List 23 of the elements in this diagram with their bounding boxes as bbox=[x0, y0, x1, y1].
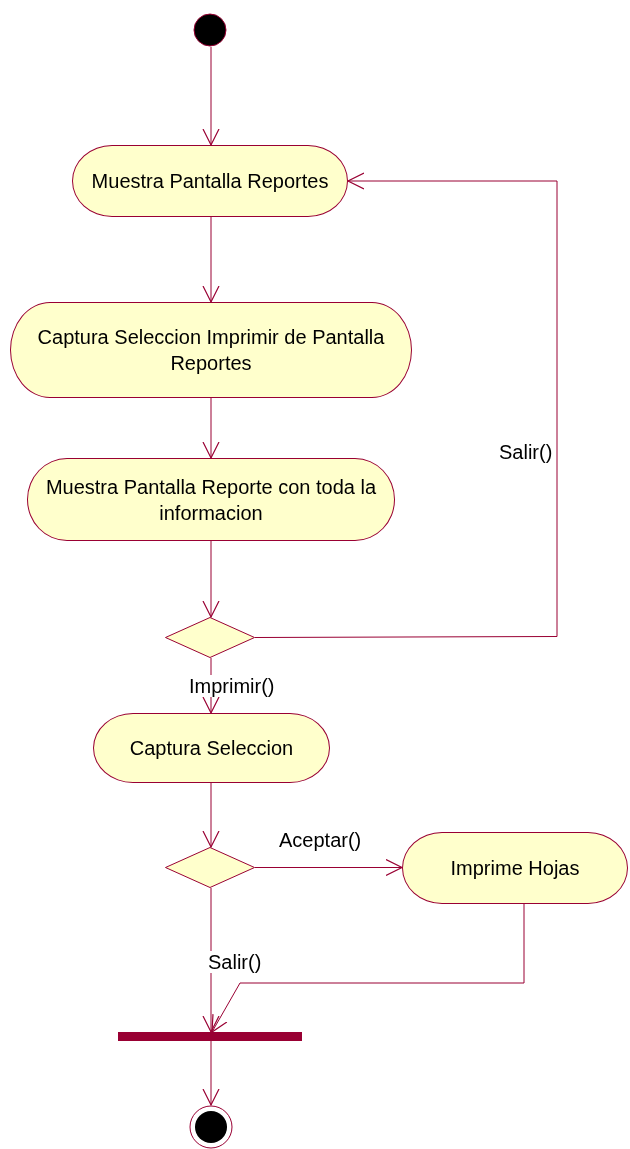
control-flow-arrow bbox=[202, 216, 220, 303]
action-text: Captura Seleccion Imprimir de Pantalla Reportes bbox=[36, 325, 386, 376]
final-node bbox=[189, 1105, 233, 1149]
action-text: Imprime Hojas bbox=[449, 856, 581, 881]
control-flow-arrow bbox=[202, 397, 220, 459]
action-text: Muestra Pantalla Reportes bbox=[90, 169, 330, 194]
edge-label: Imprimir() bbox=[188, 675, 276, 697]
initial-node bbox=[193, 13, 227, 47]
control-flow-arrow bbox=[254, 858, 403, 877]
control-flow-arrow bbox=[202, 540, 220, 618]
control-flow-arrow bbox=[254, 172, 558, 638]
action-text: Muestra Pantalla Reporte con toda la informacion bbox=[44, 474, 378, 526]
synchronization-bar bbox=[118, 1032, 302, 1041]
edge-label: Salir() bbox=[207, 951, 263, 973]
control-flow-arrow bbox=[211, 903, 525, 1033]
edge-label: Aceptar() bbox=[278, 829, 363, 851]
decision-diamond bbox=[165, 847, 255, 888]
edge-label: Salir() bbox=[498, 441, 554, 463]
action-text: Captura Seleccion bbox=[128, 736, 295, 761]
control-flow-arrow bbox=[202, 782, 220, 848]
control-flow-arrow bbox=[202, 46, 220, 146]
decision-diamond bbox=[165, 617, 255, 658]
control-flow-arrow bbox=[202, 1040, 220, 1106]
